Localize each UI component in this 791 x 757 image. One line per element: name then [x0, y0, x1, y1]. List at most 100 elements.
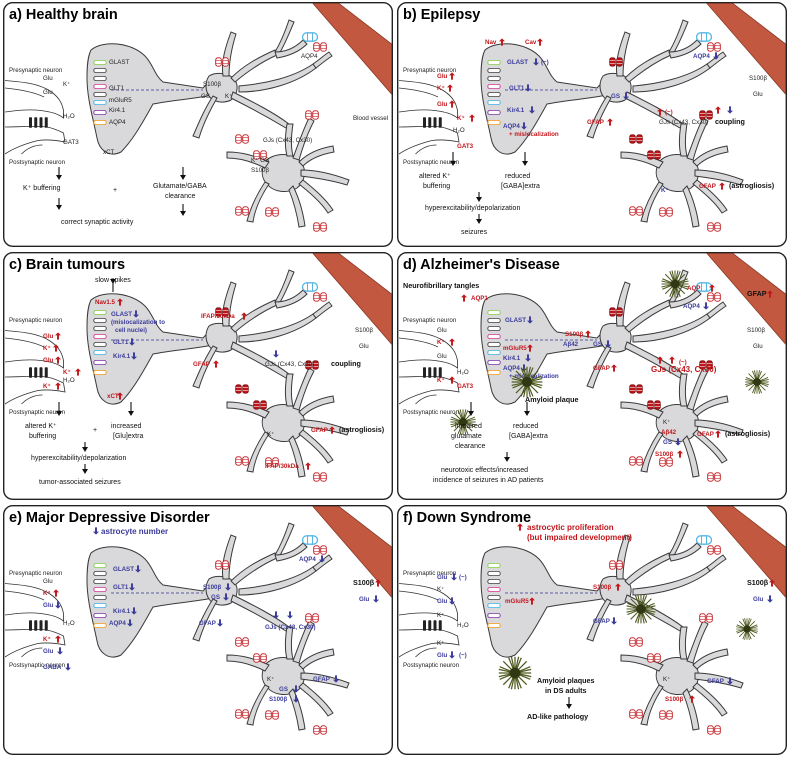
astrocyte-process [274, 522, 295, 558]
kplus-label: K⁺ [663, 419, 670, 426]
presynaptic-label: Presynaptic neuron [9, 67, 63, 74]
clearance-text: Glutamate/GABA [153, 183, 207, 190]
astrocyte-process [298, 145, 335, 167]
amyloid-plaque-icon [498, 656, 532, 690]
gj-label: GJs (Cx43, Cx30) [265, 624, 316, 631]
glu-label: Glu [359, 343, 369, 350]
astrocyte-process [300, 169, 350, 186]
aqp-label: AQP [687, 285, 700, 292]
postsynaptic-label: Postsynaptic neuron [9, 662, 66, 669]
gs-label: GS [611, 93, 620, 100]
aqp4-channel-icon [695, 535, 713, 545]
ad-pathology-text: AD-like pathology [527, 712, 588, 721]
panel-title: c) Brain tumours [9, 257, 125, 273]
astrocyte-process [668, 289, 702, 309]
aqp4-label: AQP4 [693, 53, 710, 60]
glu-label: Glu [43, 648, 54, 655]
astrocyte-process [246, 684, 270, 726]
arrowhead-icon [180, 175, 186, 180]
astrocyte-process [298, 682, 334, 717]
ab42-label: Aβ42 [563, 341, 579, 348]
astrocyte-process [692, 648, 729, 670]
presynaptic-label: Presynaptic neuron [403, 67, 457, 74]
astrocyte-process [285, 373, 294, 407]
astrocyte-process [586, 598, 612, 642]
astrogliosis-label: (astrogliosis) [339, 425, 385, 434]
arrowhead-icon [56, 411, 62, 416]
aqp1-label: AQP1 [471, 295, 488, 302]
gat3-label: GAT3 [457, 383, 474, 390]
glast-label: GLAST [505, 317, 526, 324]
arrowhead-icon [476, 219, 482, 224]
arrowhead-icon [128, 411, 134, 416]
gfap-label: GFAP [587, 119, 604, 126]
astrocyte-process [292, 620, 315, 664]
arrowhead-icon [82, 447, 88, 452]
astrocyte-process [706, 51, 727, 69]
mglur5-label: mGluR5 [109, 97, 132, 104]
astrocyte-process [679, 626, 688, 660]
kplus-label: K⁺ [663, 676, 670, 683]
s100b-label: S100β [747, 578, 769, 587]
glu-label: Glu [43, 578, 53, 585]
hyperexcitability-text: hyperexcitability/depolarization [31, 455, 126, 462]
glutamate-text: glutamate [451, 433, 482, 440]
blood-vessel [706, 506, 786, 599]
aqp4-channel-icon [301, 535, 319, 545]
arrowhead-icon [468, 411, 474, 416]
h2o-label: H₂O [457, 369, 469, 376]
ds-adults-text: in DS adults [545, 686, 587, 695]
plus-sign: + [113, 187, 117, 194]
astrocyte-process [312, 301, 333, 319]
glu-label: Glu [43, 357, 54, 364]
aqp4-channel-icon [301, 32, 319, 42]
arrowhead-icon [450, 161, 456, 166]
amyloid-plaque-icon [660, 269, 690, 299]
aqp4-channel-icon [695, 32, 713, 42]
coupling-label: coupling [331, 359, 361, 368]
h2o-label: H₂O [63, 113, 75, 120]
gat3-label: GAT3 [63, 139, 79, 146]
gs-label: GS [211, 594, 220, 601]
astrocyte-process [686, 620, 709, 664]
postsynaptic-label: Postsynaptic neuron [403, 409, 460, 416]
panel-title: b) Epilepsy [403, 7, 480, 23]
astrocyte [480, 19, 744, 228]
transporter-icon [93, 334, 107, 339]
ifap-label: IFAP/30kDa [265, 463, 299, 470]
astrocyte [86, 269, 350, 478]
amyloid-plaque-icon [744, 369, 770, 395]
mislocalization-label: + mislocalization [509, 131, 559, 138]
amyloid-plaque-icon [626, 594, 656, 624]
gj-label: GJs (Cx43, Cx30) [265, 361, 314, 368]
astrocyte-process [285, 626, 294, 660]
transporter-icon [487, 326, 501, 331]
gs-label: GS [201, 93, 210, 100]
astrocyte-soma-left [86, 546, 218, 658]
astrocyte-process [706, 301, 727, 319]
proliferation-label: (but impaired development) [527, 533, 632, 542]
glu-label: Glu [753, 91, 763, 98]
astrocyte-process [640, 431, 664, 473]
transporter-icon [93, 326, 107, 331]
astrocyte-process [298, 648, 335, 670]
presynaptic-label: Presynaptic neuron [403, 317, 457, 324]
transporter-icon [487, 84, 501, 89]
astrocyte-process [694, 169, 744, 186]
astrocyte-process [586, 95, 612, 139]
astrocyte-process [192, 95, 218, 139]
panel-e: e) Major Depressive DisorderPresynaptic … [2, 504, 394, 756]
astrocyte-soma-left [86, 43, 218, 155]
outcome-text: correct synaptic activity [61, 219, 134, 226]
postsynaptic-label: Postsynaptic neuron [9, 409, 66, 416]
transporter-icon [487, 310, 501, 315]
blood-vessel [312, 3, 392, 96]
transporter-icon [487, 563, 501, 568]
gs-label: GS [279, 686, 288, 693]
astrocyte-number-label: astrocyte number [101, 527, 168, 536]
mislocalization-label: + mislocalization [509, 373, 559, 380]
s100b-label: S100β [203, 584, 221, 591]
kplus-label: K⁺ [43, 383, 51, 390]
gj-label: GJs (Cx43, Cx30) [659, 119, 708, 126]
